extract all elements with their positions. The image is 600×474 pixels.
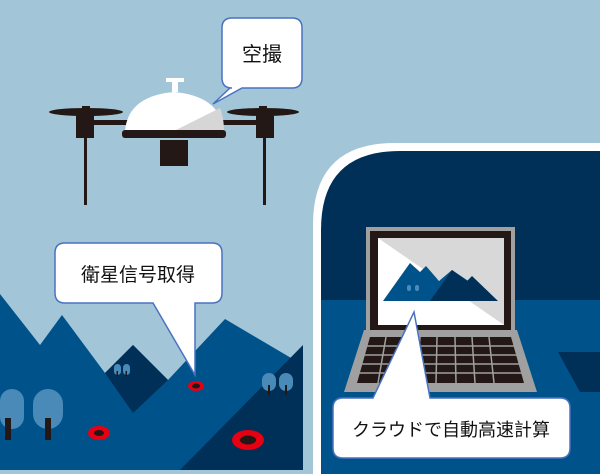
tree-icon (262, 373, 276, 395)
callout-satellite-text: 衛星信号取得 (81, 264, 195, 286)
mountain-dark-small (105, 345, 168, 413)
callout-aerial-text: 空撮 (242, 42, 282, 66)
ground-marker (188, 381, 204, 391)
tree-icon (123, 364, 130, 376)
ground-marker (232, 430, 264, 450)
callout-cloud-text: クラウドで自動高速計算 (352, 420, 550, 441)
laptop-icon (344, 227, 537, 392)
callout-satellite: 衛星信号取得 (54, 242, 223, 378)
desk-shadow (558, 352, 600, 392)
left-landscape (0, 294, 303, 470)
tree-icon (114, 364, 121, 376)
drone-icon (49, 78, 299, 205)
tree-icon (33, 389, 63, 440)
tree-icon (279, 373, 293, 395)
ground-marker (88, 426, 110, 440)
callout-aerial: 空撮 (212, 17, 303, 105)
tree-icon (0, 389, 24, 440)
callout-cloud: クラウドで自動高速計算 (332, 309, 571, 459)
